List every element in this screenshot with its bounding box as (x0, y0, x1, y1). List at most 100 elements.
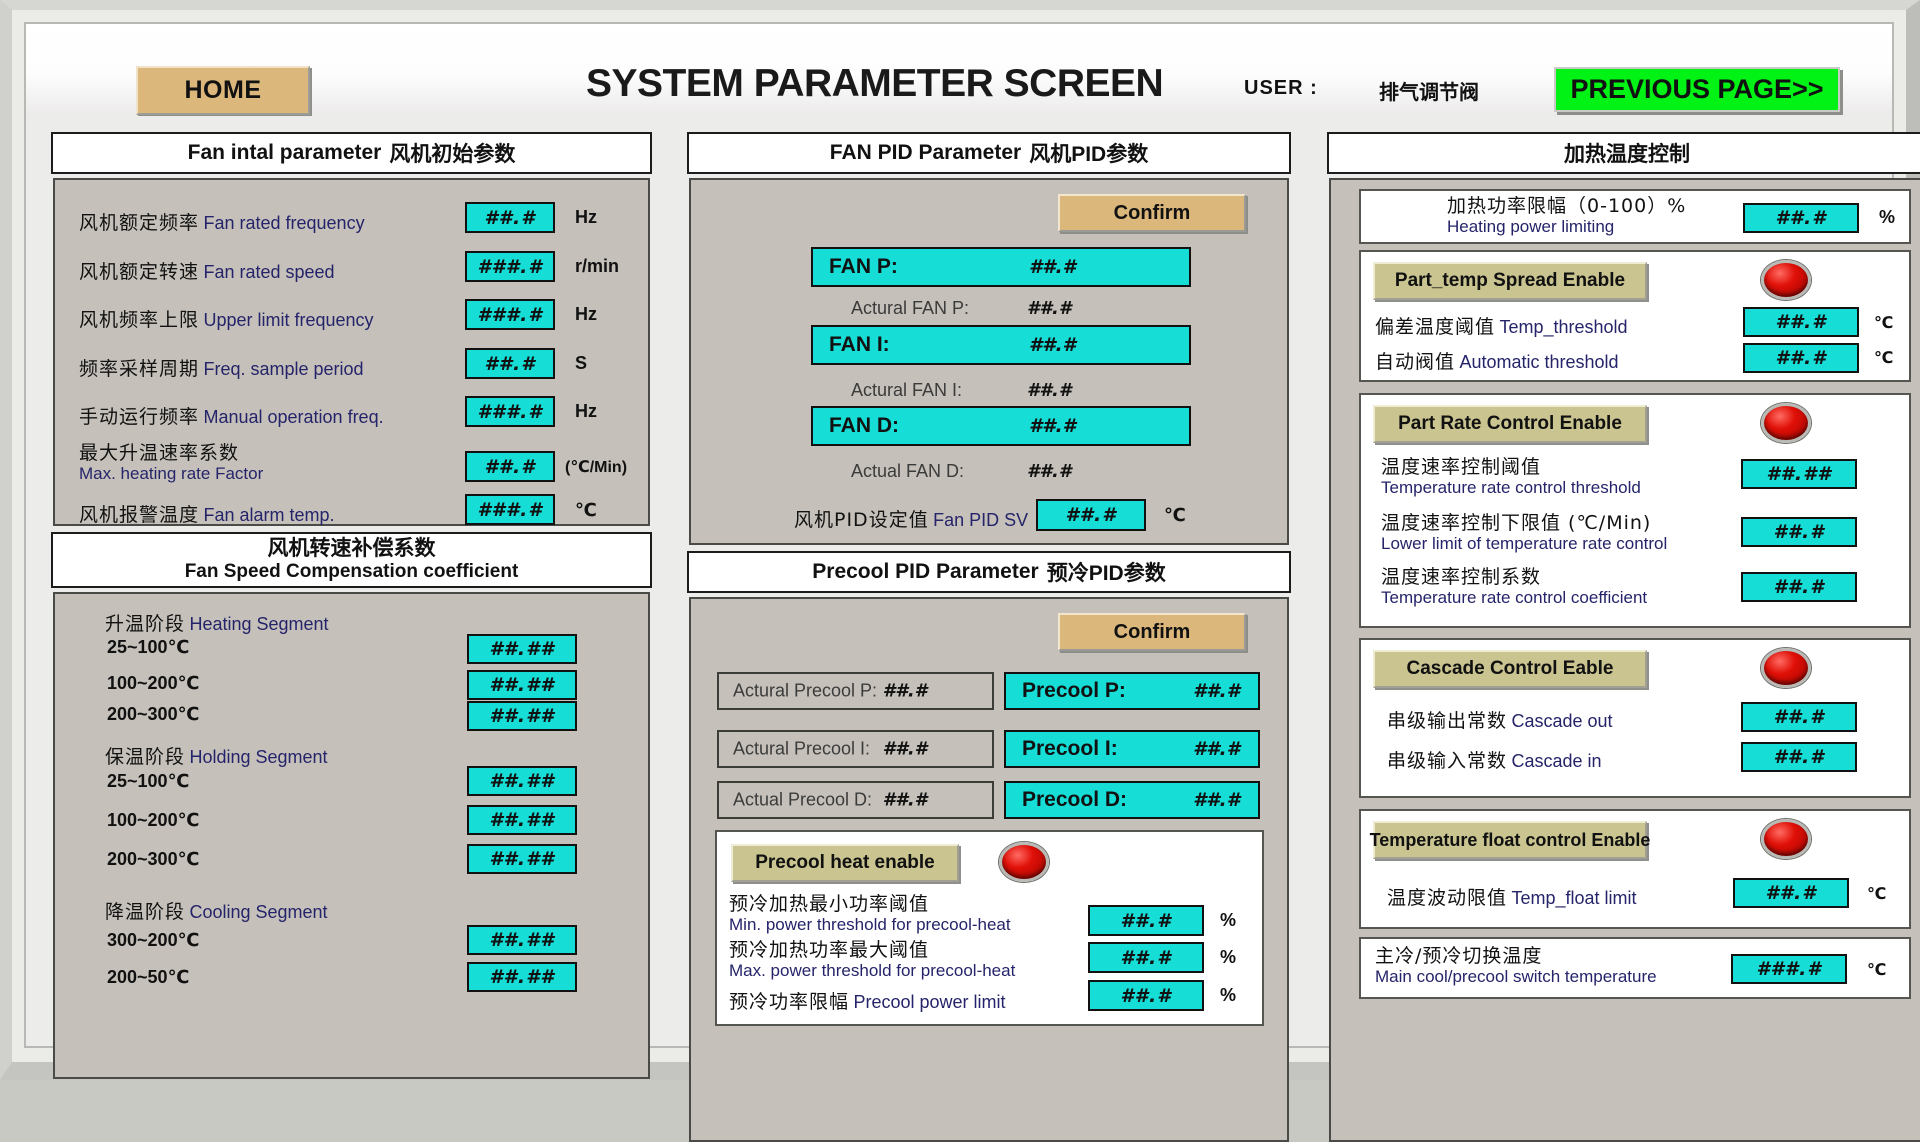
automatic-threshold-input[interactable]: ##.# (1743, 343, 1859, 373)
heating-segment-header-cn: 升温阶段 (105, 613, 186, 635)
cooling-range-0-label: 300~200℃ (107, 930, 200, 950)
actual-precool-i-readout: Actural Precool I: ##.# (717, 730, 994, 768)
temp-float-limit-input[interactable]: ##.# (1733, 878, 1849, 908)
fan-p-setpoint[interactable]: FAN P: ##.# (811, 247, 1191, 287)
cooling-range-1-input[interactable]: ##.## (467, 962, 577, 992)
temp-float-control-enable-button[interactable]: Temperature float control Enable (1370, 821, 1650, 859)
max-heating-rate-label-en: Max. heating rate Factor (79, 464, 264, 484)
freq-sample-period-input[interactable]: ##.# (465, 348, 555, 379)
temp-rate-coefficient-input[interactable]: ##.# (1741, 572, 1857, 602)
precool-d-setpoint-label: Precool D: (1022, 788, 1128, 811)
fan-d-setpoint[interactable]: FAN D: ##.# (811, 406, 1191, 446)
temp-float-control-lamp[interactable] (1761, 819, 1811, 859)
actual-precool-p-readout: Actural Precool P: ##.# (717, 672, 994, 710)
switch-temp-input[interactable]: ###.# (1731, 954, 1847, 984)
fan-pid-sv-input[interactable]: ##.# (1036, 499, 1146, 531)
fan-rated-speed-label: 风机额定转速 Fan rated speed (79, 257, 335, 284)
fan-rated-speed-input[interactable]: ###.# (465, 251, 555, 282)
fan-pid-panel: Confirm FAN P: ##.# Actural FAN P: ##.# … (689, 178, 1289, 545)
cascade-control-enable-button[interactable]: Cascade Control Eable (1373, 650, 1647, 688)
fan-alarm-temp-input[interactable]: ###.# (465, 494, 555, 525)
precool-max-power-label-en: Max. power threshold for precool-heat (729, 961, 1016, 981)
automatic-threshold-unit: ℃ (1874, 350, 1894, 367)
actual-precool-p-value: ##.# (882, 680, 928, 702)
cascade-in-label: 串级输入常数 Cascade in (1387, 746, 1602, 773)
precool-pid-title: Precool PID Parameter 预冷PID参数 (687, 551, 1291, 593)
precool-p-setpoint[interactable]: Precool P: ##.# (1004, 672, 1260, 710)
heating-range-0-input[interactable]: ##.## (467, 634, 577, 664)
cascade-out-label-en: Cascade out (1511, 711, 1613, 731)
precool-pid-title-en: Precool PID Parameter (812, 560, 1039, 583)
holding-range-1-input[interactable]: ##.## (467, 805, 577, 835)
fan-i-setpoint[interactable]: FAN I: ##.# (811, 325, 1191, 365)
heating-control-title: 加热温度控制 (1327, 132, 1920, 174)
cascade-control-lamp[interactable] (1761, 648, 1811, 688)
precool-min-power-label: 预冷加热最小功率阈值 Min. power threshold for prec… (729, 893, 1011, 934)
actual-precool-i-value: ##.# (882, 738, 928, 760)
temp-float-limit-label: 温度波动限值 Temp_float limit (1387, 883, 1637, 910)
upper-limit-frequency-label-cn: 风机频率上限 (79, 309, 200, 331)
max-heating-rate-unit: (℃/Min) (565, 459, 628, 476)
fan-pid-title-en: FAN PID Parameter (829, 141, 1022, 164)
temp-rate-threshold-input[interactable]: ##.## (1741, 459, 1857, 489)
previous-page-button[interactable]: PREVIOUS PAGE>> (1554, 67, 1840, 112)
precool-power-limit-input[interactable]: ##.# (1088, 980, 1204, 1011)
fan-rated-frequency-label-en: Fan rated frequency (203, 213, 365, 233)
heating-segment-header: 升温阶段 Heating Segment (105, 609, 329, 636)
precool-min-power-unit: % (1220, 910, 1237, 930)
holding-range-2-input[interactable]: ##.## (467, 844, 577, 874)
part-rate-control-lamp[interactable] (1761, 403, 1811, 443)
precool-max-power-label: 预冷加热功率最大阈值 Max. power threshold for prec… (729, 939, 1016, 981)
temp-rate-lower-limit-input[interactable]: ##.# (1741, 517, 1857, 547)
holding-range-1-label: 100~200℃ (107, 810, 200, 830)
precool-i-setpoint[interactable]: Precool I: ##.# (1004, 730, 1260, 768)
temp-threshold-label: 偏差温度阈值 Temp_threshold (1375, 312, 1628, 339)
cooling-segment-header-en: Cooling Segment (189, 902, 328, 922)
heating-power-limit-input[interactable]: ##.# (1743, 203, 1859, 233)
upper-limit-frequency-input[interactable]: ###.# (465, 299, 555, 330)
precool-max-power-input[interactable]: ##.# (1088, 942, 1204, 973)
heating-range-2-input[interactable]: ##.## (467, 701, 577, 731)
cooling-segment-header: 降温阶段 Cooling Segment (105, 897, 328, 924)
fan-i-setpoint-label: FAN I: (829, 333, 890, 356)
fan-pid-sv-unit: ℃ (1164, 505, 1186, 525)
heating-power-limit-label-en: Heating power limiting (1447, 217, 1615, 237)
automatic-threshold-label-en: Automatic threshold (1459, 352, 1619, 372)
actual-fan-p-value: ##.# (1027, 298, 1072, 319)
temp-threshold-input[interactable]: ##.# (1743, 307, 1859, 337)
fan-rated-frequency-unit: Hz (575, 207, 597, 227)
holding-range-0-input[interactable]: ##.## (467, 766, 577, 796)
cascade-out-input[interactable]: ##.# (1741, 702, 1857, 732)
precool-d-setpoint[interactable]: Precool D: ##.# (1004, 781, 1260, 819)
part-temp-spread-enable-button[interactable]: Part_temp Spread Enable (1373, 262, 1647, 300)
content-canvas: Fan intal parameter 风机初始参数 风机额定频率 Fan ra… (26, 116, 1920, 1142)
fan-rated-frequency-input[interactable]: ##.# (465, 202, 555, 233)
max-heating-rate-input[interactable]: ##.# (465, 451, 555, 482)
home-button[interactable]: HOME (136, 66, 310, 115)
heating-range-1-input[interactable]: ##.## (467, 670, 577, 700)
part-temp-spread-lamp[interactable] (1761, 260, 1811, 300)
freq-sample-period-label: 频率采样周期 Freq. sample period (79, 354, 364, 381)
precool-min-power-input[interactable]: ##.# (1088, 905, 1204, 936)
precool-pid-title-cn: 预冷PID参数 (1046, 562, 1166, 585)
actual-fan-d-label: Actual FAN D: (851, 461, 965, 481)
part-rate-control-enable-button[interactable]: Part Rate Control Enable (1373, 405, 1647, 443)
cascade-out-label-cn: 串级输出常数 (1387, 710, 1508, 732)
cooling-range-0-input[interactable]: ##.## (467, 925, 577, 955)
temp-threshold-label-en: Temp_threshold (1499, 317, 1628, 337)
fan-rated-speed-label-cn: 风机额定转速 (79, 261, 200, 283)
holding-segment-header-en: Holding Segment (189, 747, 328, 767)
temp-rate-lower-limit-label: 温度速率控制下限值 (℃/Min) Lower limit of tempera… (1381, 512, 1667, 553)
precool-power-limit-label-en: Precool power limit (853, 992, 1006, 1012)
temp-rate-threshold-label-en: Temperature rate control threshold (1381, 478, 1641, 498)
cascade-in-label-cn: 串级输入常数 (1387, 750, 1508, 772)
precool-pid-confirm-button[interactable]: Confirm (1058, 613, 1246, 651)
precool-heat-enable-button[interactable]: Precool heat enable (731, 844, 959, 882)
manual-operation-freq-input[interactable]: ###.# (465, 396, 555, 427)
fan-pid-confirm-button[interactable]: Confirm (1058, 194, 1246, 232)
precool-heat-enable-lamp[interactable] (999, 842, 1049, 882)
cascade-in-input[interactable]: ##.# (1741, 742, 1857, 772)
temp-float-control-panel: Temperature float control Enable 温度波动限值 … (1359, 809, 1911, 929)
fan-pid-sv-label: 风机PID设定值 Fan PID SV (794, 505, 1028, 532)
fan-p-setpoint-label: FAN P: (829, 255, 898, 278)
